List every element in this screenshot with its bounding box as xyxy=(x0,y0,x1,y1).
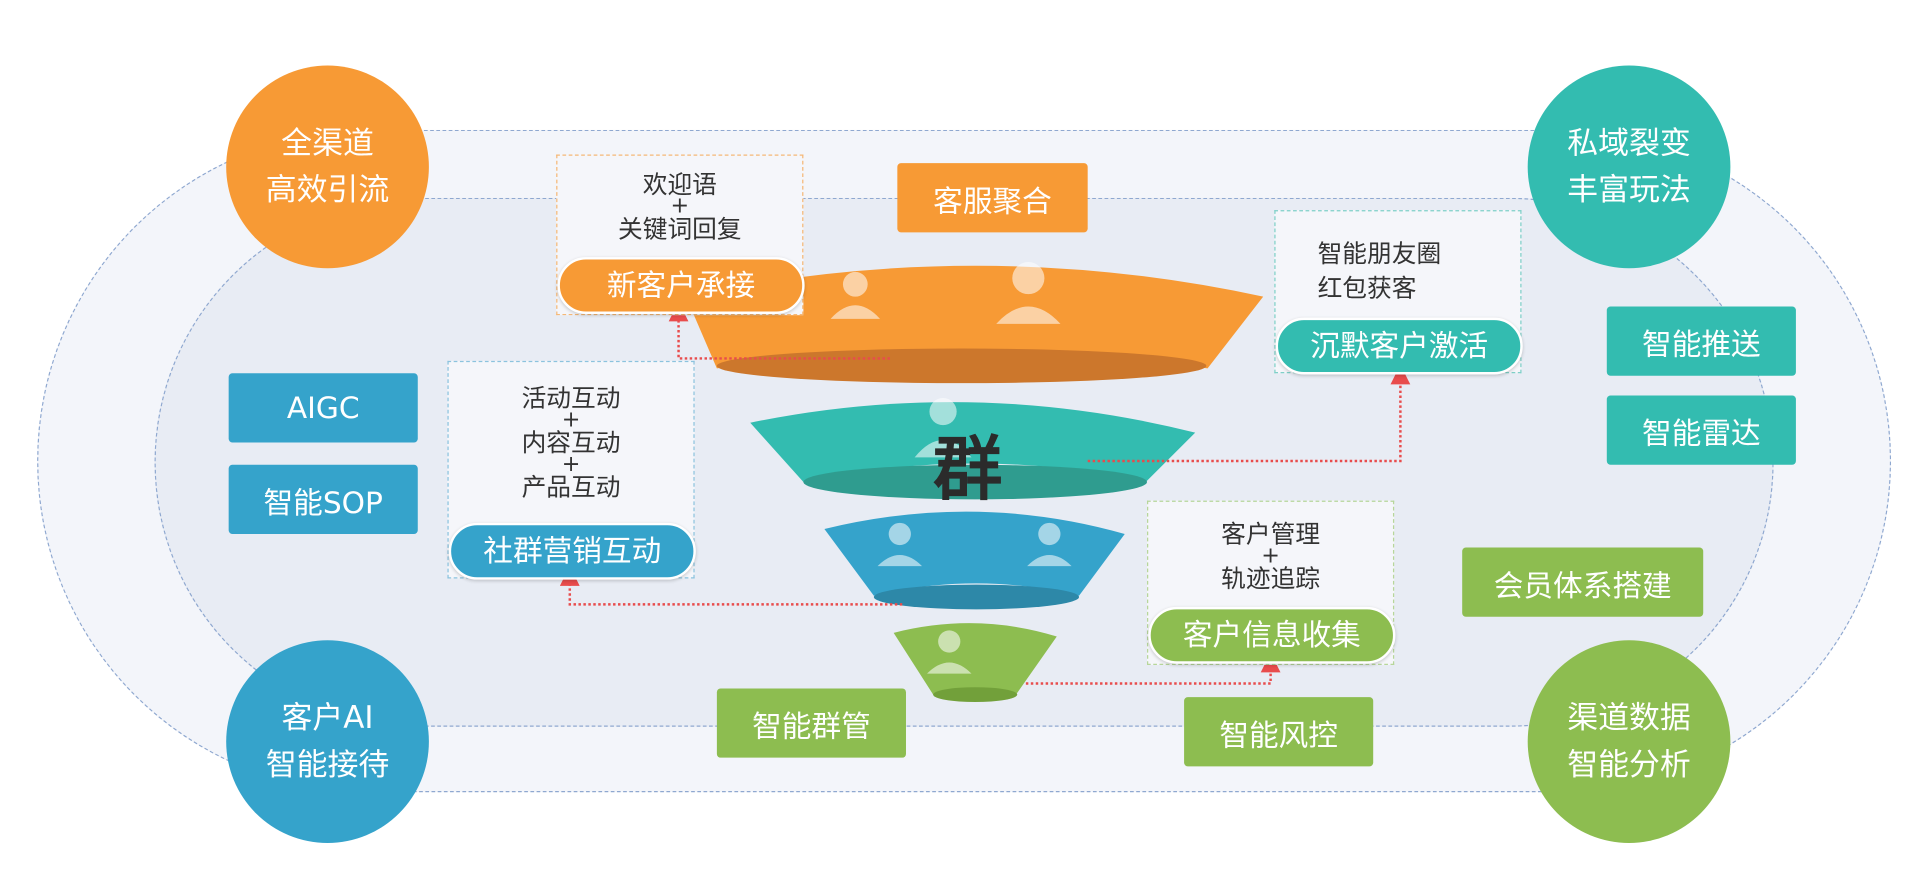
label: 全渠道 xyxy=(281,124,374,161)
circle-channel-data[interactable]: 渠道数据智能分析 xyxy=(1527,640,1731,843)
card-community: 活动互动 + 内容互动 + 产品互动 社群营销互动 xyxy=(447,360,696,580)
card-line: 内容互动 xyxy=(521,427,621,458)
card-plus: + xyxy=(561,451,581,478)
card-line: 产品互动 xyxy=(521,472,621,502)
card-line: 轨迹追踪 xyxy=(1221,563,1321,594)
push-box[interactable]: 智能推送 xyxy=(1606,306,1796,376)
arrows xyxy=(559,301,1411,685)
aigc-box[interactable]: AIGC xyxy=(228,373,418,443)
pill-community[interactable]: 社群营销互动 xyxy=(448,522,696,580)
card-line: 关键词回复 xyxy=(618,213,742,244)
label: 智能接待 xyxy=(265,746,390,783)
funnel-layer-teal xyxy=(750,402,1196,500)
funnel-layer-blue xyxy=(824,511,1125,610)
card-info: 客户管理 + 轨迹追踪 客户信息收集 xyxy=(1147,500,1396,665)
funnel-layer-green xyxy=(893,623,1057,703)
funnel-center-label: 群 xyxy=(933,430,1003,511)
person-icons xyxy=(830,262,1072,674)
card-line: 欢迎语 xyxy=(642,169,717,199)
card-line: 智能朋友圈 xyxy=(1317,238,1442,269)
radar-box[interactable]: 智能雷达 xyxy=(1606,395,1796,465)
card-line: 红包获客 xyxy=(1317,273,1417,303)
label: 客户AI xyxy=(281,699,374,736)
circle-customer-ai[interactable]: 客户AI 智能接待 xyxy=(226,640,429,843)
card-plus: + xyxy=(561,406,581,433)
label: 丰富玩法 xyxy=(1567,171,1691,208)
kefu-box[interactable]: 客服聚合 xyxy=(897,163,1088,233)
card-new-customer: 欢迎语 + 关键词回复 新客户承接 xyxy=(556,154,805,316)
member-box[interactable]: 会员体系搭建 xyxy=(1462,547,1704,617)
card-plus: + xyxy=(670,192,690,219)
pill-info[interactable]: 客户信息收集 xyxy=(1148,606,1396,664)
circle-private-fission[interactable]: 私域裂变丰富玩法 xyxy=(1527,65,1731,269)
circle-omnichannel[interactable]: 全渠道高效引流 xyxy=(226,65,429,269)
card-line: 活动互动 xyxy=(521,383,621,413)
card-line: 客户管理 xyxy=(1221,519,1321,549)
group-mgmt-box[interactable]: 智能群管 xyxy=(716,688,906,758)
label: 渠道数据 xyxy=(1567,699,1691,736)
risk-box[interactable]: 智能风控 xyxy=(1184,697,1374,767)
label: 私域裂变 xyxy=(1567,124,1691,161)
card-plus: + xyxy=(1261,542,1280,569)
sop-box[interactable]: 智能SOP xyxy=(228,464,418,534)
card-silent: 智能朋友圈 红包获客 沉默客户激活 xyxy=(1274,210,1523,375)
label: 高效引流 xyxy=(265,171,390,208)
pill-silent[interactable]: 沉默客户激活 xyxy=(1275,317,1523,375)
pill-new-customer[interactable]: 新客户承接 xyxy=(557,257,805,314)
label: 智能分析 xyxy=(1567,746,1691,783)
